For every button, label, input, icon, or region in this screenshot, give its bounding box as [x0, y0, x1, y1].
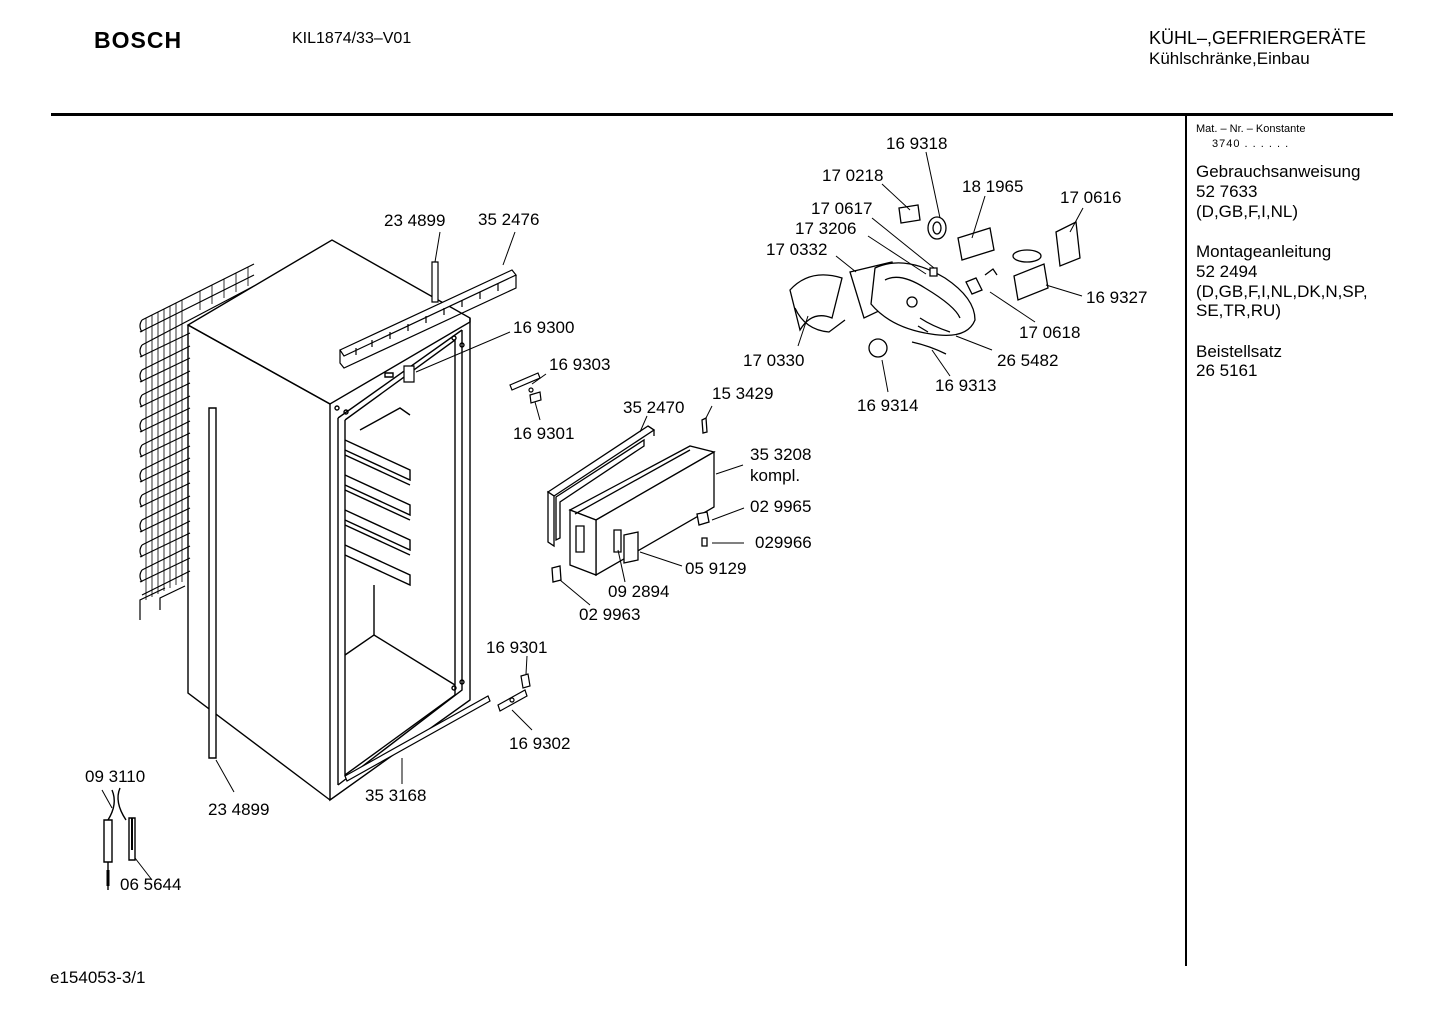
part-label: 05 9129	[685, 559, 747, 578]
leader-lines	[102, 152, 1083, 880]
part-label: 09 2894	[608, 582, 670, 601]
doc-title-manual: Gebrauchsanweisung	[1196, 162, 1361, 181]
mat-nr-value: 3740 . . . . . .	[1212, 138, 1290, 150]
part-label: 16 9301	[486, 638, 548, 657]
part-label: 17 0218	[822, 166, 884, 185]
sidebar-divider	[1185, 115, 1187, 966]
hinge-lower	[498, 674, 530, 711]
part-label: 02 9963	[579, 605, 641, 624]
part-label: 02 9965	[750, 497, 812, 516]
header-divider	[51, 113, 1393, 116]
control-housing	[790, 205, 1080, 357]
doc-title-assembly: Montageanleitung	[1196, 242, 1332, 261]
part-label: 17 0332	[766, 240, 828, 259]
part-label: 06 5644	[120, 875, 182, 894]
sensor-probe	[404, 366, 414, 382]
document-id: e154053-3/1	[50, 968, 146, 987]
part-label: 35 3208	[750, 445, 812, 464]
hinge-upper	[510, 373, 541, 403]
part-label-note: kompl.	[750, 466, 801, 485]
thermo-sensor	[104, 788, 135, 890]
part-label: 16 9300	[513, 318, 575, 337]
part-label: 16 9318	[886, 134, 948, 153]
category-title: KÜHL–,GEFRIERGERÄTE	[1149, 28, 1367, 48]
side-seal-strip	[209, 408, 216, 758]
part-label: 17 3206	[795, 219, 857, 238]
part-label: 17 0617	[811, 199, 873, 218]
part-label: 35 2470	[623, 398, 685, 417]
doc-langs-manual: (D,GB,F,I,NL)	[1196, 202, 1299, 221]
part-label: 16 9301	[513, 424, 575, 443]
doc-number-assembly: 52 2494	[1196, 262, 1258, 281]
doc-number-kit: 26 5161	[1196, 361, 1258, 380]
condenser-coil	[140, 264, 254, 620]
part-label: 029966	[755, 533, 812, 552]
part-label: 23 4899	[384, 211, 446, 230]
part-label: 17 0618	[1019, 323, 1081, 342]
part-label: 17 0330	[743, 351, 805, 370]
brand-logo: BOSCH	[94, 27, 183, 53]
doc-langs-assembly: (D,GB,F,I,NL,DK,N,SP,	[1196, 282, 1368, 301]
top-trim-rail	[340, 262, 516, 368]
mat-nr-label: Mat. – Nr. – Konstante	[1196, 123, 1306, 135]
part-label: 23 4899	[208, 800, 270, 819]
category-subtitle: Kühlschränke,Einbau	[1149, 49, 1310, 68]
part-label: 16 9302	[509, 734, 571, 753]
part-label: 16 9303	[549, 355, 611, 374]
freezer-door	[548, 418, 714, 582]
bottom-trim-strip	[345, 696, 490, 781]
part-label: 09 3110	[85, 767, 146, 786]
cabinet-body	[188, 240, 470, 800]
part-label: 18 1965	[962, 177, 1024, 196]
doc-title-kit: Beistellsatz	[1196, 342, 1282, 361]
part-label: 16 9327	[1086, 288, 1148, 307]
part-label: 35 3168	[365, 786, 427, 805]
part-label: 16 9313	[935, 376, 997, 395]
doc-number-manual: 52 7633	[1196, 182, 1258, 201]
part-label: 35 2476	[478, 210, 540, 229]
part-label: 17 0616	[1060, 188, 1122, 207]
model-number: KIL1874/33–V01	[292, 30, 412, 47]
exploded-view-diagram	[0, 0, 1180, 960]
part-label: 26 5482	[997, 351, 1059, 370]
part-label: 16 9314	[857, 396, 919, 415]
part-label: 15 3429	[712, 384, 774, 403]
doc-langs-assembly-2: SE,TR,RU)	[1196, 301, 1281, 320]
